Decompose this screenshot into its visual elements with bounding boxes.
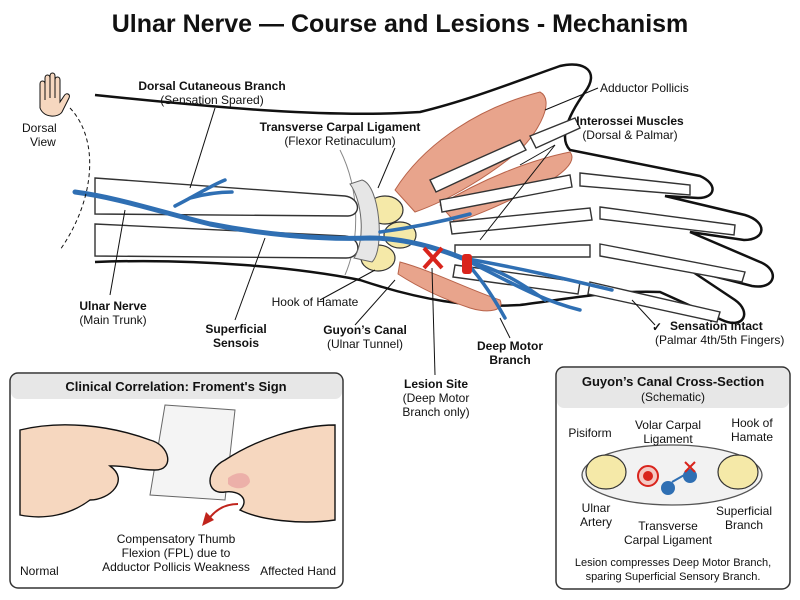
sensation-intact-sub: (Palmar 4th/5th Fingers) [655,333,784,347]
dorsal-cutaneous-sub: (Sensation Spared) [160,93,263,107]
transverse-ligament-label: Carpal Ligament [624,533,713,547]
lesion-mark-section [684,461,696,473]
superficial-sensory-label: Sensois [213,336,259,350]
pisiform-bone [585,454,627,490]
thumb-flexion-highlight [228,473,250,489]
hook-of-hamate-section-label: Hook of [731,416,773,430]
radius-bone [94,177,359,217]
normal-label: Normal [20,564,59,578]
hand-illustration: Dorsal View Dorsal Cutaneous Branch (Sen… [22,63,784,419]
froment-caption: Compensatory Thumb [117,532,236,546]
ulnar-nerve-label: Ulnar Nerve [79,299,147,313]
cross-section-footer: Lesion compresses Deep Motor Branch, [575,557,771,569]
hook-of-hamate-label: Hook of Hamate [272,295,359,309]
cross-section-subtitle: (Schematic) [641,390,705,404]
dorsal-cutaneous-label: Dorsal Cutaneous Branch [138,79,285,93]
dorsal-cutaneous-branch [173,178,234,208]
compression-band [462,254,472,274]
guyons-canal-label: Guyon’s Canal [323,323,407,337]
transverse-carpal-ligament [349,179,380,263]
superficial-sensory-label: Superficial [205,322,266,336]
dorsal-view-label: View [30,135,56,149]
lesion-site-label: Lesion Site [404,377,468,391]
superficial-branch-section [683,469,697,483]
dorsal-view-label: Dorsal [22,121,57,135]
cross-section-panel: Guyon’s Canal Cross-Section (Schematic) … [555,366,791,590]
hand-outline [94,63,775,325]
froment-caption: Flexion (FPL) due to [122,546,231,560]
leader-lines [109,87,656,376]
cross-section-footer: sparing Superficial Sensory Branch. [586,571,761,583]
deep-motor-label: Branch [489,353,530,367]
dorsal-view-hand-icon [39,72,70,117]
froment-caption: Adductor Pollicis Weakness [102,560,250,574]
ulnar-artery-label: Artery [580,515,612,529]
transverse-ligament-label: Transverse [638,519,698,533]
dorsal-view-curve [59,107,91,251]
canal-outline [581,444,763,506]
finger-bones [429,117,746,323]
arrow-head [202,512,214,526]
check-icon: ✓ [652,320,662,334]
ulnar-artery-label: Ulnar [582,501,611,515]
lesion-site-sub: Branch only) [402,405,469,419]
affected-hand [209,424,336,523]
cross-section-title: Guyon’s Canal Cross-Section [582,374,764,389]
lesion-site-sub: (Deep Motor [403,391,470,405]
page-title: Ulnar Nerve — Course and Lesions - Mecha… [111,10,689,38]
pisiform-label: Pisiform [568,426,611,440]
median-nerve [378,212,472,234]
hamate-bone-section [717,454,759,490]
superficial-branch-label: Branch [725,518,763,532]
ulnar-artery-core [643,471,653,481]
hook-of-hamate-section-label: Hamate [731,430,773,444]
sensation-intact-label: Sensation Intact [670,319,763,333]
froment-sign-panel: Clinical Correlation: Froment's Sign Com… [9,372,344,589]
volar-ligament-label: Ligament [643,432,693,446]
deep-motor-label: Deep Motor [477,339,543,353]
interossei-label: Interossei Muscles [576,114,684,128]
lesion-site-marker [422,246,444,270]
froment-title: Clinical Correlation: Froment's Sign [65,379,286,394]
transverse-carpal-label: Transverse Carpal Ligament [260,120,421,134]
superficial-branch-label: Superficial [716,504,772,518]
ulnar-nerve-trunk [72,189,465,261]
interossei-sub: (Dorsal & Palmar) [582,128,677,142]
affected-hand-label: Affected Hand [260,564,336,578]
hypothenar-muscle [397,261,502,312]
transverse-carpal-sub: (Flexor Retinaculum) [284,134,395,148]
normal-hand [19,424,169,518]
volar-ligament-label: Volar Carpal [635,418,701,432]
ulnar-nerve-sub: (Main Trunk) [79,313,146,327]
guyons-canal-sub: (Ulnar Tunnel) [327,337,403,351]
deep-branch-section [661,481,675,495]
adductor-pollicis-label: Adductor Pollicis [600,81,689,95]
